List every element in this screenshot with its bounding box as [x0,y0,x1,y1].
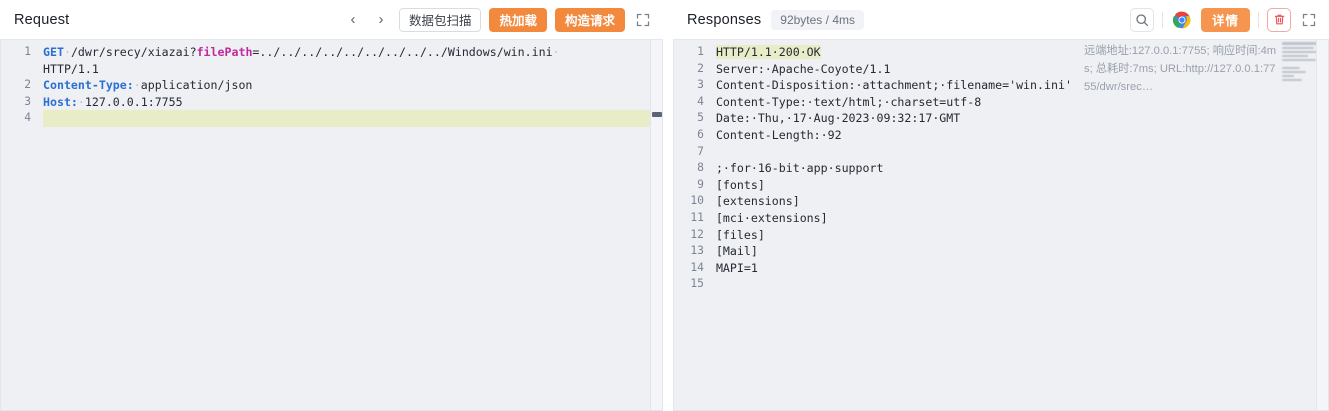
line-text [43,110,651,127]
code-line: 11 [mci·extensions] [674,210,1316,227]
response-toolbar: Responses 92bytes / 4ms [672,0,1329,40]
code-token: · [133,78,141,93]
code-token: · [552,45,560,59]
line-text: Content-Disposition:·attachment;·filenam… [715,78,1072,93]
code-line: 3 Host:·127.0.0.1:7755 [1,94,650,111]
line-number: 12 [690,227,704,241]
code-token: 127.0.0.1:7755 [84,94,183,109]
code-line: 2 Content-Type:·application/json [1,77,650,94]
response-title: Responses [686,11,762,28]
line-text: Content-Length:·92 [715,127,842,142]
code-token: =../../../../../../../../../Windows/win.… [252,45,553,59]
toolbar-separator-1 [1161,11,1163,28]
response-code-area[interactable]: 1 HTTP/1.1·200·OK 2 Server:·Apache-Coyote/1… [674,40,1316,410]
code-line: 15 [674,276,1316,293]
code-line: 13 [Mail] [674,243,1316,260]
search-icon[interactable] [1129,7,1154,32]
line-text: [Mail] [715,244,758,259]
line-text: [extensions] [715,194,800,209]
line-text: Date:·Thu,·17·Aug·2023·09:32:17·GMT [715,111,961,126]
code-line: 8 ;·for·16-bit·app·support [674,160,1316,177]
line-text: [fonts] [715,177,765,192]
toolbar-separator-2 [1258,11,1259,28]
next-packet-button[interactable]: › [378,11,384,28]
response-tool-group: 详情 [1129,7,1319,32]
code-line: 12 [files] [674,227,1316,244]
response-panel: Responses 92bytes / 4ms [672,0,1329,411]
line-number: 5 [697,111,704,125]
code-line: 1 HTTP/1.1·200·OK [674,44,1316,61]
panel-divider [663,0,673,411]
line-number: 2 [24,78,31,92]
line-number: 11 [690,210,704,224]
code-line: 2 Server:·Apache-Coyote/1.1 [674,61,1316,78]
line-text: Content-Type:·text/html;·charset=utf-8 [715,94,982,109]
line-text: ;·for·16-bit·app·support [715,161,884,176]
line-number: 6 [697,127,704,141]
code-line: 4 Content-Type:·text/html;·charset=utf-8 [674,94,1316,111]
build-request-button[interactable]: 构造请求 [555,7,626,32]
request-scrollbar[interactable] [650,40,663,410]
status-line-highlight: HTTP/1.1·200·OK [715,45,821,59]
code-token: Host: [43,94,78,109]
line-number: 3 [697,78,704,92]
line-number: 13 [690,244,704,258]
line-text: Host:·127.0.0.1:7755 [43,94,650,111]
expand-icon[interactable] [1299,10,1319,30]
hot-reload-button[interactable]: 热加载 [489,7,547,32]
line-number: 15 [690,277,704,291]
line-number: 14 [690,260,704,274]
line-text: Server:·Apache-Coyote/1.1 [715,61,891,76]
code-token: Content-Type: [43,78,134,93]
code-token: application/json [140,78,253,93]
line-text: GET·/dwr/srecy/xiazai?filePath=../../../… [43,44,650,77]
packet-scan-button[interactable]: 数据包扫描 [398,7,482,32]
response-editor[interactable]: 1 HTTP/1.1·200·OK 2 Server:·Apache-Coyote/1… [672,40,1329,411]
line-text: Content-Type:·application/json [43,77,650,94]
code-token: · [77,94,85,109]
code-line: 7 [674,144,1316,161]
code-token: /dwr/srecy/xiazai? [70,45,197,59]
request-toolbar: Request ‹ › 数据包扫描 热加载 构造请求 [0,0,664,40]
line-number: 4 [24,111,31,125]
code-line: 14 MAPI=1 [674,260,1316,277]
code-line: 5 Date:·Thu,·17·Aug·2023·09:32:17·GMT [674,110,1316,127]
request-scroll-thumb[interactable] [652,112,663,117]
line-number: 1 [24,45,31,58]
expand-icon[interactable] [633,10,653,30]
code-token: filePath [196,45,253,59]
line-text: MAPI=1 [715,260,758,275]
line-number: 3 [24,94,31,108]
line-number: 8 [697,161,704,175]
response-scrollbar[interactable] [1316,40,1328,410]
code-line: 4 [1,110,651,127]
detail-button[interactable]: 详情 [1200,7,1250,32]
chrome-icon[interactable] [1171,9,1193,31]
line-number: 9 [697,177,704,191]
response-meta-badge: 92bytes / 4ms [771,9,864,30]
request-tool-group: ‹ › 数据包扫描 热加载 构造请求 [343,7,653,32]
line-text: HTTP/1.1·200·OK [715,44,1316,61]
trash-icon[interactable] [1267,7,1291,32]
code-token: · [63,45,71,59]
line-number: 2 [697,61,704,75]
code-line: 9 [fonts] [674,177,1316,194]
line-text: [mci·extensions] [715,210,828,225]
line-number: 4 [697,94,704,108]
line-number: 10 [690,194,704,208]
request-title: Request [14,11,70,28]
code-line: 3 Content-Disposition:·attachment;·filena… [674,77,1316,94]
code-line: 10 [extensions] [674,193,1316,210]
code-token: GET [43,45,64,59]
line-number: 7 [697,144,704,158]
line-text: [files] [715,227,765,242]
code-line: 6 Content-Length:·92 [674,127,1316,144]
code-token: HTTP/1.1 [43,61,99,76]
prev-packet-button[interactable]: ‹ [350,11,356,28]
line-number: 1 [697,45,704,58]
